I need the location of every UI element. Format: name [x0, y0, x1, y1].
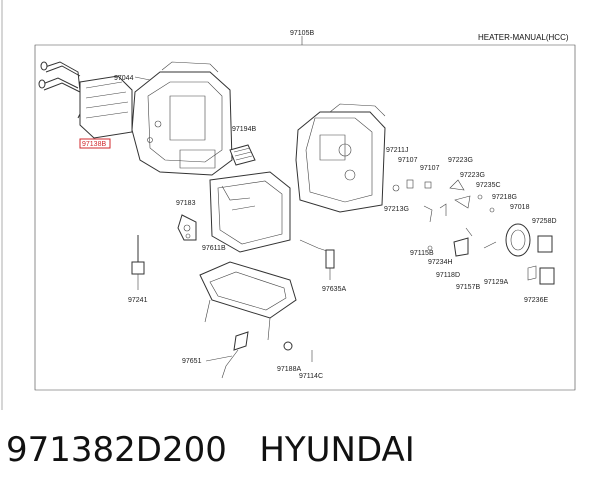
heater-core: [38, 61, 133, 139]
part-97223G-b[interactable]: 97223G: [460, 172, 485, 179]
part-97183[interactable]: 97183: [176, 200, 196, 207]
part-number: 971382D200: [6, 430, 227, 470]
part-97211J[interactable]: 97211J: [386, 147, 408, 154]
part-caption: 971382D200 HYUNDAI: [6, 430, 415, 470]
door-lever: [177, 214, 197, 241]
part-97236E[interactable]: 97236E: [524, 297, 548, 304]
bottom-plate: [199, 261, 297, 341]
heater-case-right: [295, 103, 386, 213]
part-97223G-a[interactable]: 97223G: [448, 157, 473, 164]
part-97194B[interactable]: 97194B: [232, 126, 256, 133]
sensor-part: [131, 235, 145, 290]
cable-part: [299, 239, 335, 280]
right-small-parts: [392, 179, 555, 285]
part-97107-a[interactable]: 97107: [398, 157, 418, 164]
part-97218G[interactable]: 97218G: [492, 194, 517, 201]
part-97018[interactable]: 97018: [510, 204, 530, 211]
diagram-title: HEATER-MANUAL(HCC): [478, 33, 569, 42]
part-97044[interactable]: 97044: [114, 75, 134, 82]
part-97213G[interactable]: 97213G: [384, 206, 409, 213]
part-97118D[interactable]: 97118D: [436, 272, 460, 279]
part-97129A[interactable]: 97129A: [484, 279, 508, 286]
part-97635A[interactable]: 97635A: [322, 286, 346, 293]
part-97258D[interactable]: 97258D: [532, 218, 557, 225]
part-97611B[interactable]: 97611B: [202, 245, 226, 252]
highlighted-part-label[interactable]: 97138B: [82, 141, 106, 148]
highlighted-part-box: [79, 138, 111, 149]
part-97115B[interactable]: 97115B: [410, 250, 434, 257]
part-97107-b[interactable]: 97107: [420, 165, 440, 172]
part-97241[interactable]: 97241: [128, 297, 148, 304]
part-97114C[interactable]: 97114C: [299, 373, 323, 380]
part-97235C[interactable]: 97235C: [476, 182, 501, 189]
part-97157B[interactable]: 97157B: [456, 284, 480, 291]
lower-case: [209, 171, 291, 253]
heater-case-left: [131, 61, 233, 176]
assembly-frame: [34, 44, 576, 391]
part-97188A[interactable]: 97188A: [277, 366, 301, 373]
resistor-part: [229, 144, 256, 166]
grommet-part: [283, 341, 293, 351]
link-part: [205, 331, 249, 379]
assembly-label: 97105B: [290, 30, 314, 37]
parts-diagram: HEATER-MANUAL(HCC) 97105B 97138B 97044 9…: [1, 0, 576, 410]
part-97651[interactable]: 97651: [182, 358, 202, 365]
brand-name: HYUNDAI: [259, 430, 415, 470]
leader-97044: [134, 76, 151, 81]
part-97234H[interactable]: 97234H: [428, 259, 453, 266]
